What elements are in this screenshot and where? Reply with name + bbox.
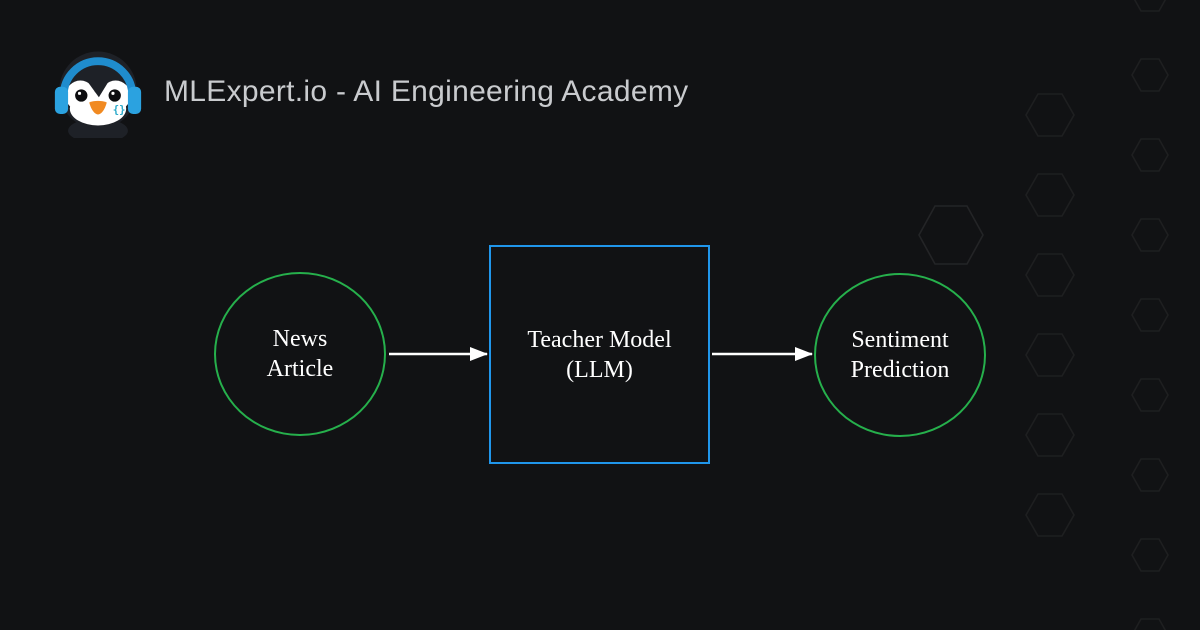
header: {} MLExpert.io - AI Engineering Academy <box>54 46 688 138</box>
logo-code-glyph: {} <box>113 104 126 116</box>
node-label-line: Prediction <box>850 357 950 383</box>
node-label-line: (LLM) <box>566 356 633 383</box>
penguin-beak-icon <box>89 100 107 115</box>
node-label-line: News <box>272 326 328 352</box>
penguin-body <box>68 118 128 138</box>
node-label-line: Teacher Model <box>527 326 672 353</box>
headphone-band-icon <box>59 57 137 100</box>
node-sentiment-prediction: Sentiment Prediction <box>814 273 986 437</box>
mlexpert-penguin-logo: {} <box>54 51 142 138</box>
node-label-line: Article <box>266 356 334 382</box>
headphone-earcups-icon <box>54 86 142 114</box>
node-news-article: News Article <box>214 272 386 436</box>
penguin-eyes <box>75 89 121 102</box>
penguin-peak <box>87 81 109 98</box>
page-title: MLExpert.io - AI Engineering Academy <box>164 75 689 108</box>
node-teacher-model: Teacher Model (LLM) <box>489 245 710 464</box>
node-label-line: Sentiment <box>851 327 949 353</box>
